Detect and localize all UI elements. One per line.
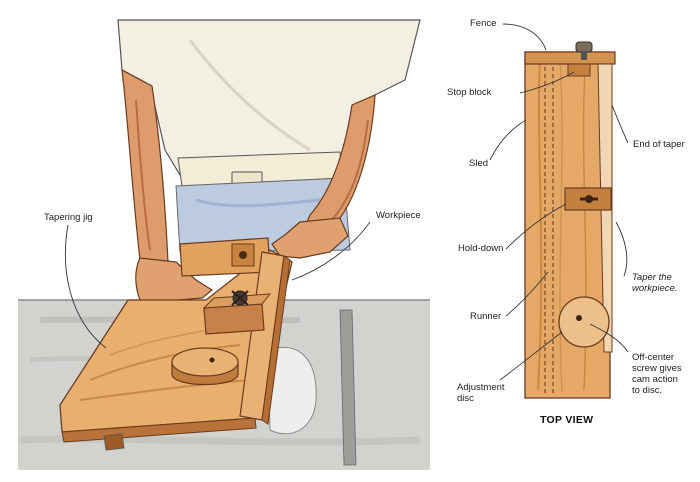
label-runner: Runner	[470, 311, 502, 322]
tapering-jig-leader	[65, 224, 107, 349]
label-taper-line2: workpiece.	[632, 283, 678, 294]
operator-figure	[117, 19, 421, 313]
workpiece	[239, 251, 291, 425]
label-hold-down: Hold-down	[458, 243, 504, 254]
label-taper-workpiece: Taper the workpiece.	[632, 272, 677, 294]
label-adjustment-disc: Adjustment disc	[457, 382, 505, 404]
top-view-title: TOP VIEW	[540, 414, 594, 426]
label-sled: Sled	[469, 158, 489, 169]
label-offcenter-line1: Off-center	[632, 352, 675, 363]
top-view-leaders	[489, 23, 629, 381]
jig-fence	[179, 237, 271, 277]
adjustment-disc-perspective	[171, 347, 239, 386]
label-adjustment-line1: Adjustment	[457, 382, 505, 393]
label-tapering-jig: Tapering jig	[44, 212, 93, 223]
label-stop-block: Stop block	[447, 87, 492, 98]
workpiece-leader	[291, 221, 371, 281]
label-workpiece: Workpiece	[376, 210, 421, 221]
label-adjustment-line2: disc	[457, 393, 474, 404]
hold-down-block	[202, 290, 272, 335]
label-offcenter-line3: cam action	[632, 374, 678, 385]
label-taper-line1: Taper the	[632, 272, 672, 283]
label-offcenter-line2: screw gives	[632, 363, 682, 374]
label-offcenter-line4: to disc.	[632, 385, 663, 396]
label-off-center: Off-center screw gives cam action to dis…	[632, 352, 682, 396]
label-fence: Fence	[470, 18, 497, 29]
top-view-diagram	[524, 41, 616, 399]
label-end-of-taper: End of taper	[633, 139, 685, 150]
